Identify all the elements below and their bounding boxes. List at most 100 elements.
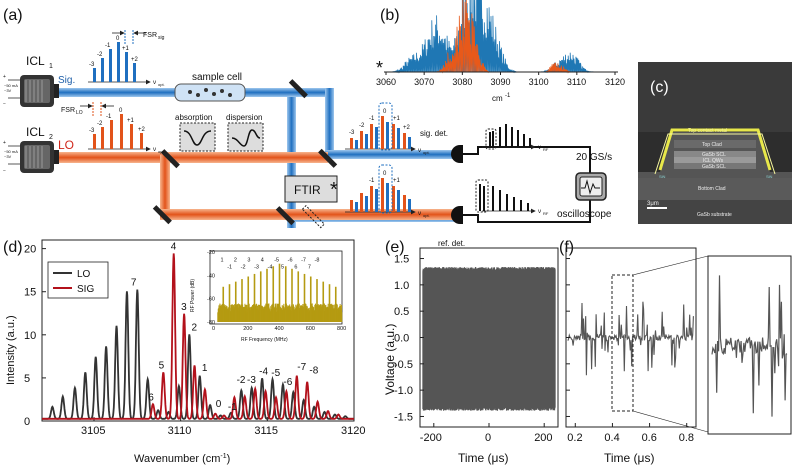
sem-bottom-clad: Bottom Clad xyxy=(698,186,726,192)
chart-d-xtick-label: 3120 xyxy=(341,425,365,437)
lo-beam-vertical xyxy=(160,155,170,217)
chart-d-series-sig xyxy=(42,253,354,420)
sample-rate-label: 20 GS/s xyxy=(576,152,612,163)
chart-e-ytick-label: -1.5 xyxy=(394,411,413,423)
chart-e-xlabel: Time (μs) xyxy=(458,451,508,465)
icl1-bias-voltage: ~3V xyxy=(4,88,12,93)
mirror-lo xyxy=(152,205,172,225)
lo-comb: -3 -2 -1 0 +1 +2 ν opt. FSR LO xyxy=(61,102,165,154)
ref-det-label: ref. det. xyxy=(438,239,465,248)
sig-rf-comb: ν RF xyxy=(482,124,549,152)
spectrum-b-xlabel-sup: -1 xyxy=(505,93,511,99)
icl2-laser xyxy=(20,141,59,173)
dispersion-box xyxy=(227,122,264,152)
legend-lo-label: LO xyxy=(77,269,91,280)
chart-e-ytick-label: -0.5 xyxy=(394,359,413,371)
spectrum-star: * xyxy=(376,58,383,78)
svg-text:LO: LO xyxy=(76,110,83,116)
dispersion-label: dispersion xyxy=(226,113,262,122)
spectrum-b-tick-label: 3080 xyxy=(452,77,472,87)
fsr-lo-label: FSR xyxy=(61,107,75,114)
chart-d-peak-label: 5 xyxy=(159,360,165,371)
panel-b-label: (b) xyxy=(380,7,400,24)
inset-xtick-label: 200 xyxy=(243,326,252,332)
sem-gasb-scl-1: GaSb SCL xyxy=(702,152,726,158)
chart-d-ylabel: Intensity (a.u.) xyxy=(5,315,17,385)
chart-d-peak-label: -1 xyxy=(228,402,237,413)
svg-text:opt.: opt. xyxy=(158,82,165,87)
inset-ytick-label: -40 xyxy=(207,273,215,279)
panel-a-label: (a) xyxy=(3,7,23,24)
chart-d-peak-label: -3 xyxy=(247,375,256,386)
chart-d-series xyxy=(42,253,354,420)
icl2-sub: 2 xyxy=(49,134,53,141)
lo-beam-lower xyxy=(160,209,460,220)
svg-text:+2: +2 xyxy=(403,125,411,131)
inset-peak-label: -4 xyxy=(268,264,273,270)
inset-peak-label: 3 xyxy=(247,257,250,263)
inset-xtick-label: 0 xyxy=(212,326,215,332)
inset-peak-label: -8 xyxy=(315,257,320,263)
sem-gasb-scl-2: GaSb SCL xyxy=(702,164,726,170)
sample-cell xyxy=(174,83,246,102)
inset-peak-label: -2 xyxy=(241,264,246,270)
legend-sig-label: SIG xyxy=(77,284,94,295)
chart-f-xlabel: Time (μs) xyxy=(604,451,654,465)
inset-ylabel: RF Power (dB) xyxy=(190,279,196,312)
chart-d-peak-label: 2 xyxy=(192,323,198,334)
svg-text:ν: ν xyxy=(538,209,541,215)
ftir-box xyxy=(284,175,338,203)
icl1-sub: 1 xyxy=(49,63,53,70)
svg-text:RF: RF xyxy=(543,211,549,216)
icl2-bias: + − ~50 mA ~3V xyxy=(3,140,20,174)
sig-mode-m1: -1 xyxy=(105,43,111,49)
svg-text:-2: -2 xyxy=(359,123,365,129)
chart-e-waveform xyxy=(422,266,556,411)
inset-peak-label: 7 xyxy=(308,264,311,270)
chart-e-xtick-label: -200 xyxy=(420,432,442,444)
inset-xtick-label: 600 xyxy=(306,326,315,332)
chart-d-xtick-label: 3105 xyxy=(81,425,105,437)
svg-text:0: 0 xyxy=(383,171,387,177)
chart-d-ytick-label: 5 xyxy=(24,373,30,385)
panel-c-sem xyxy=(638,62,792,224)
chart-f-waveform xyxy=(567,301,694,376)
icl1-label: ICL xyxy=(26,54,45,68)
sig-rf-cable xyxy=(463,146,591,175)
spectrum-b-tick-label: 3070 xyxy=(414,77,434,87)
zoom-inset-trace xyxy=(711,275,788,417)
sig-label: Sig. xyxy=(58,75,75,86)
fsr-sig-label: FSR xyxy=(143,32,157,39)
svg-text:ν: ν xyxy=(418,148,421,154)
lo-mode-m1: -1 xyxy=(106,114,112,120)
oscilloscope-label: oscilloscope xyxy=(557,209,612,220)
lo-mode-p1: +1 xyxy=(127,118,135,124)
sig-mode-p1: +1 xyxy=(122,46,130,52)
sem-top-clad: Top Clad xyxy=(702,142,722,148)
beamsplitter-lo xyxy=(160,149,180,169)
chart-e-ytick-label: 1.5 xyxy=(394,254,409,266)
inset-ytick-label: -80 xyxy=(207,320,215,326)
lo-mode-0: 0 xyxy=(119,108,123,114)
flip-mirror xyxy=(301,204,326,229)
zoom-window xyxy=(611,274,634,412)
sig-beam-drop xyxy=(325,88,334,158)
panel-a: (a) ICL 1 Sig. xyxy=(3,7,612,248)
chart-d-series-lo xyxy=(42,289,354,420)
inset-peak-label: 5 xyxy=(281,264,284,270)
svg-text:opt.: opt. xyxy=(423,150,430,155)
chart-e-ytick-label: 1.0 xyxy=(394,280,409,292)
inset-xtick-label: 400 xyxy=(275,326,284,332)
chart-d-ytick-label: 0 xyxy=(24,416,30,428)
sig-comb: -3 -2 -1 0 +1 +2 ν opt. FSR sig xyxy=(88,30,165,87)
sig-beam-right-stub xyxy=(287,88,325,97)
svg-text:+1: +1 xyxy=(393,178,401,184)
svg-text:sig: sig xyxy=(158,35,165,41)
chart-d-peak-label: -4 xyxy=(259,366,268,377)
svg-text:0: 0 xyxy=(383,109,387,115)
